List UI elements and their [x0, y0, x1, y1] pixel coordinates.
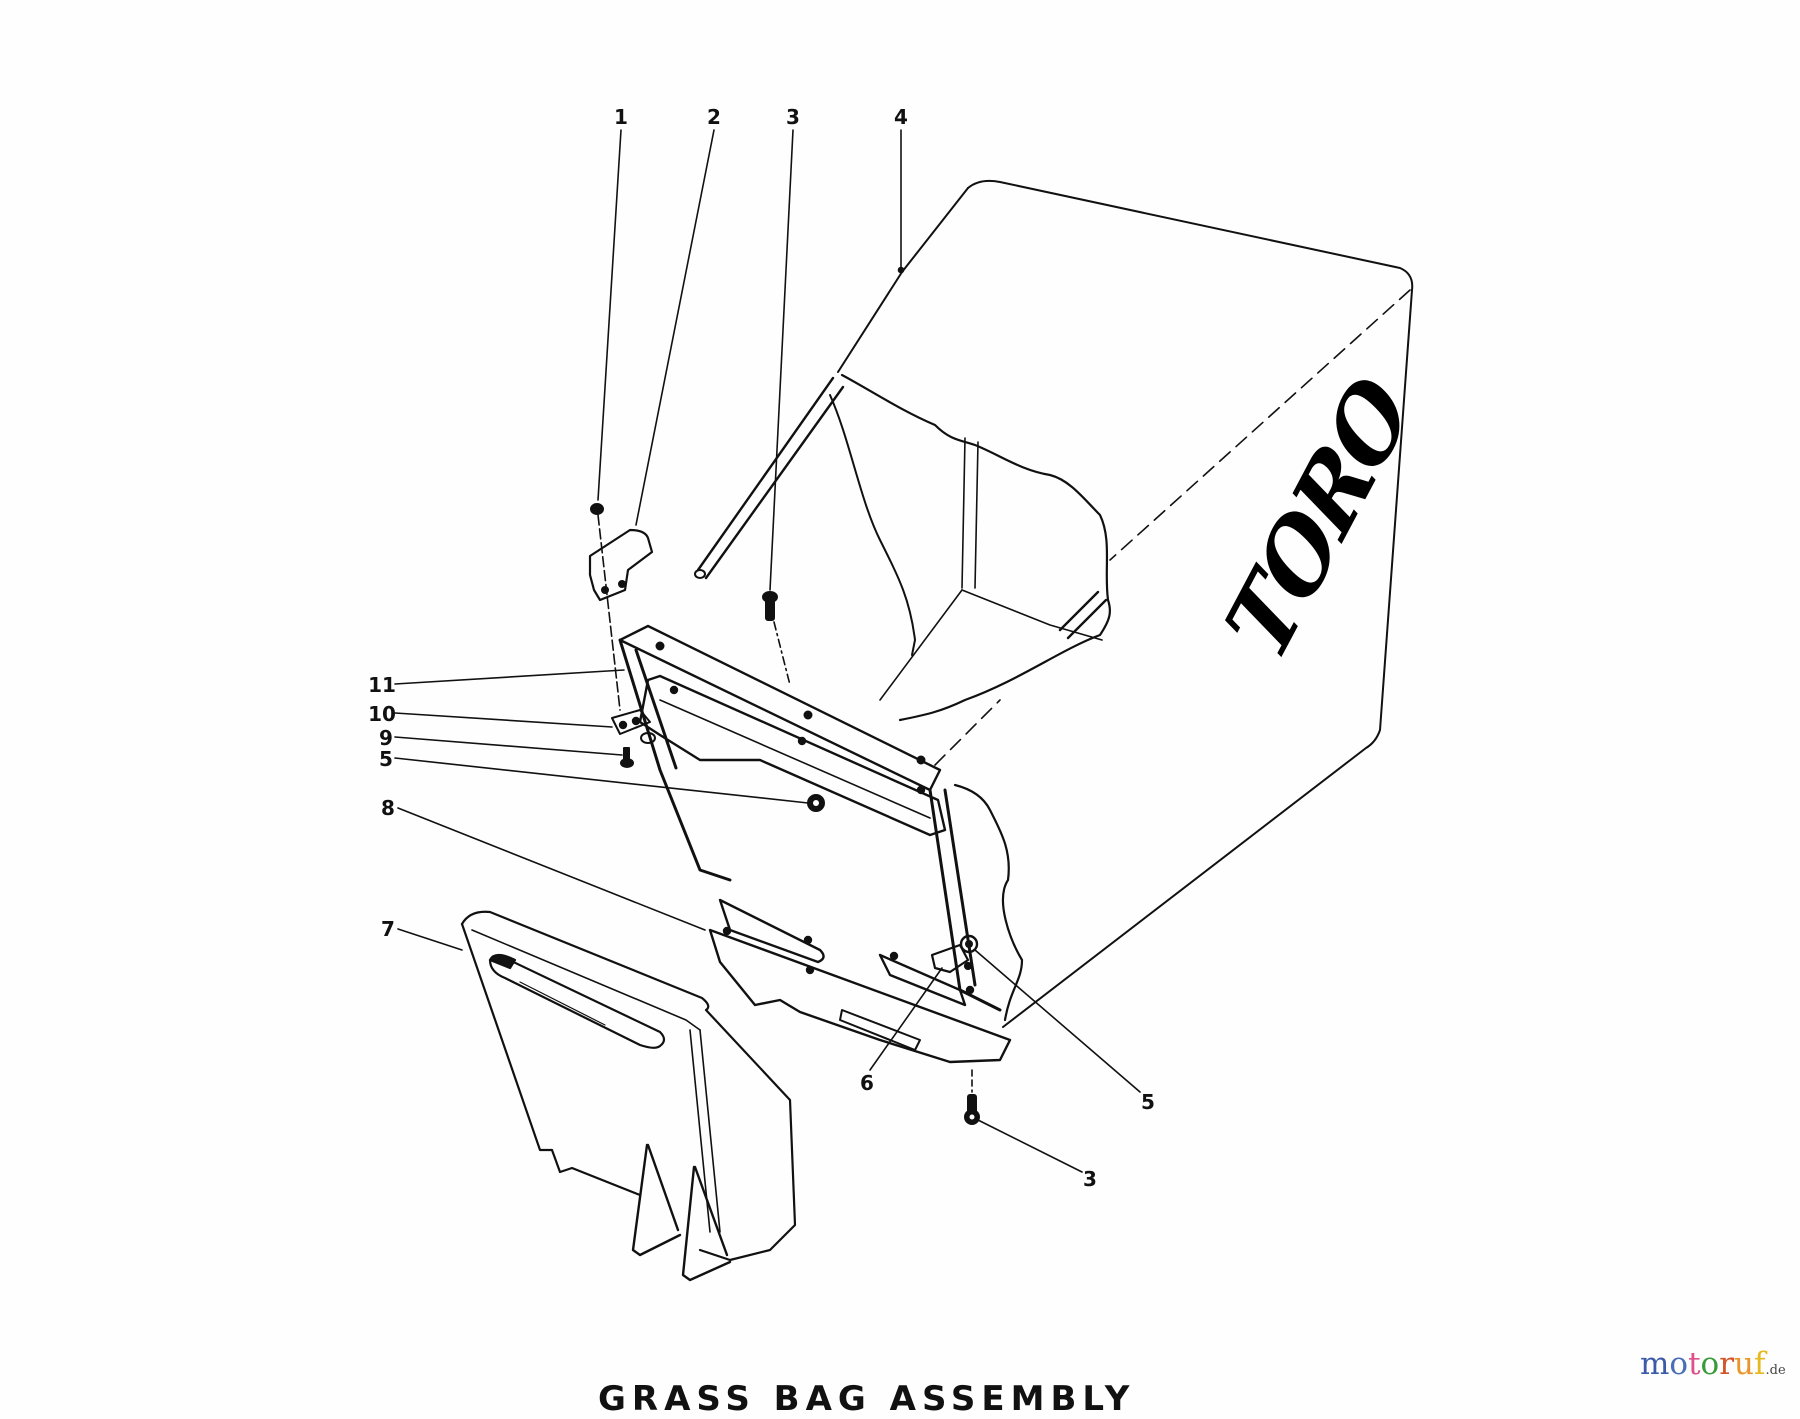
wm-letter: m — [1640, 1346, 1670, 1382]
wm-letter: o — [1700, 1346, 1720, 1382]
hinge — [930, 943, 973, 974]
wm-letter: t — [1688, 1346, 1701, 1382]
callout-10: 10 — [368, 702, 396, 726]
callout-1: 1 — [614, 105, 628, 129]
motoruf-watermark: motoruf.de — [1640, 1346, 1786, 1382]
callout-6: 6 — [860, 1071, 874, 1095]
fasteners — [588, 503, 980, 1125]
callout-11: 11 — [368, 673, 396, 697]
diagram-title: GRASS BAG ASSEMBLY — [598, 1379, 1136, 1419]
wm-letter: f — [1754, 1346, 1766, 1382]
callout-3: 3 — [786, 105, 800, 129]
callout-3-bottom: 3 — [1083, 1167, 1097, 1191]
callout-7: 7 — [381, 917, 395, 941]
discharge-chute — [460, 910, 797, 1282]
callout-9: 9 — [379, 726, 393, 750]
callout-4: 4 — [894, 105, 908, 129]
callout-8: 8 — [381, 796, 395, 820]
callout-5-left: 5 — [379, 747, 393, 771]
callout-2: 2 — [707, 105, 721, 129]
wm-letter: u — [1734, 1346, 1755, 1382]
wm-suffix: .de — [1765, 1363, 1786, 1378]
callout-5-right: 5 — [1141, 1090, 1155, 1114]
leader-lines — [394, 129, 1141, 1173]
mounting-plate — [708, 898, 1012, 1064]
grass-bag — [694, 179, 1414, 1028]
grass-bag-exploded-diagram — [394, 129, 1414, 1282]
wm-letter: r — [1719, 1346, 1735, 1382]
wm-letter: o — [1669, 1346, 1689, 1382]
hanger-bracket — [611, 674, 947, 837]
